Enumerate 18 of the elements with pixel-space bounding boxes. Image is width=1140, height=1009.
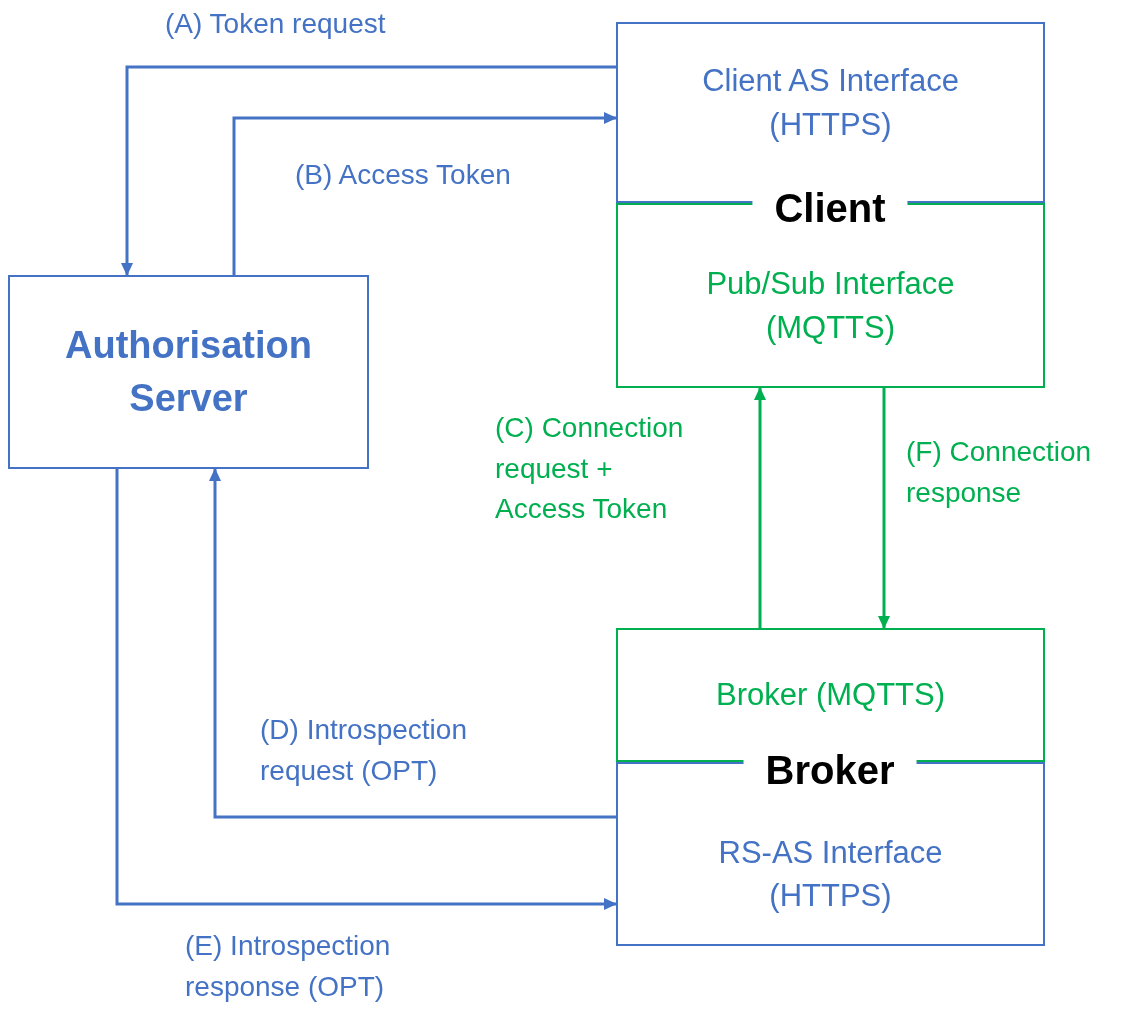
edge-label: (B) Access Token [295, 158, 512, 192]
node-label: Pub/Sub Interface (MQTTS) [705, 265, 956, 347]
node-label: Client AS Interface (HTTPS) [701, 62, 960, 144]
edge-label: (E) Introspection response (OPT) [185, 929, 392, 1004]
edge-label: (F) Connection response [906, 435, 1093, 510]
arrow [115, 469, 617, 910]
node-label: Authorisation Server [64, 322, 313, 421]
edge-label: (A) Token request [165, 7, 387, 41]
node-label: RS-AS Interface (HTTPS) [717, 833, 944, 915]
arrow [209, 468, 616, 819]
server-box [8, 275, 369, 469]
edge-label: (D) Introspection request (OPT) [260, 713, 468, 788]
arrow [232, 112, 617, 275]
arrow [754, 387, 766, 628]
node-label: Broker (MQTTS) [715, 676, 946, 715]
arrow [121, 65, 616, 276]
edge-label: (C) Connection request + Access Token [495, 411, 685, 527]
arrow [878, 388, 890, 629]
